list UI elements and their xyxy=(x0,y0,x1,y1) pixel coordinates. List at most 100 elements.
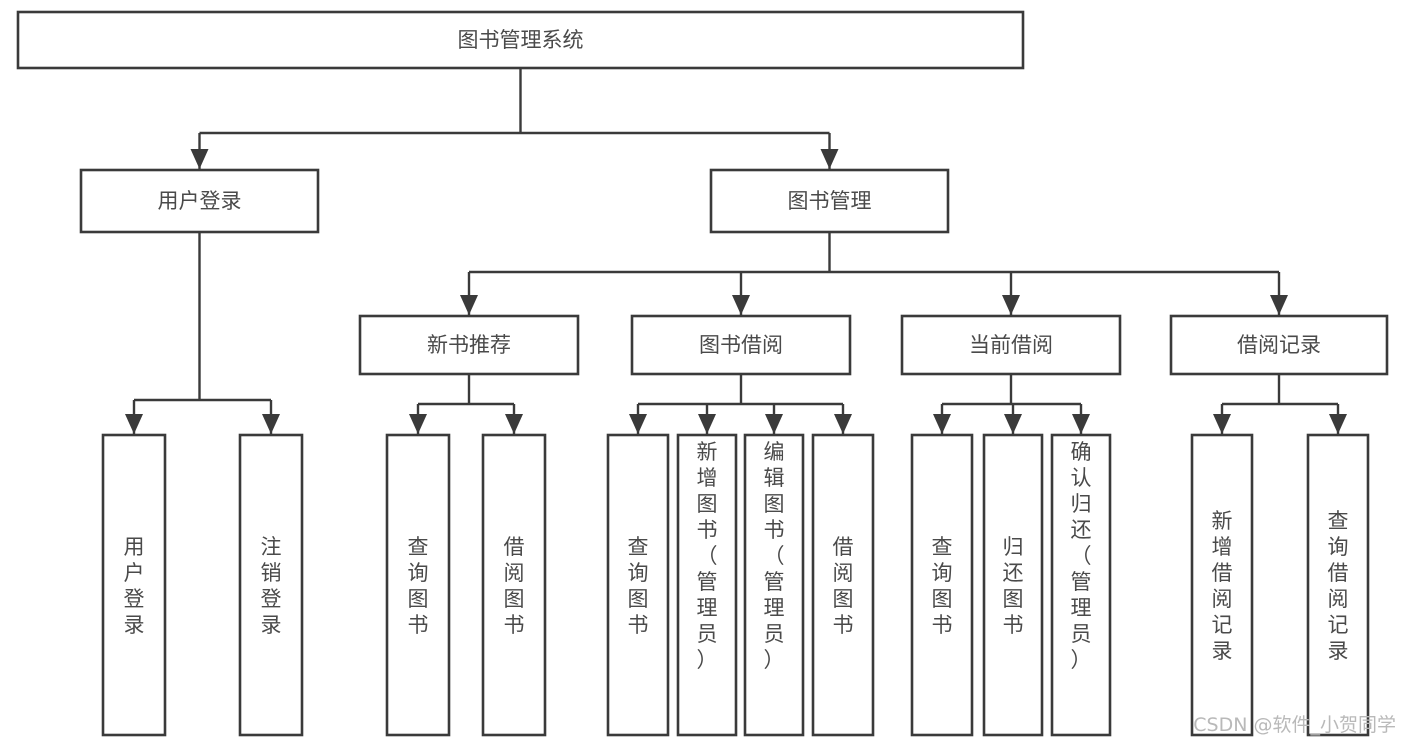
node-box-outline xyxy=(16,10,1025,70)
node-label-char: 归 xyxy=(1003,535,1024,559)
arrow-head-icon xyxy=(1072,414,1090,434)
node-label-char: 辑 xyxy=(764,466,785,490)
node-label-char: ） xyxy=(764,648,785,672)
node-box-outline xyxy=(900,314,1122,376)
node-label-char: 还 xyxy=(1071,518,1092,542)
node-label-char: 书 xyxy=(504,613,525,637)
node-label-char: 图 xyxy=(697,492,718,516)
node-label-char: 阅 xyxy=(1328,587,1349,611)
node-label-char: 管 xyxy=(697,570,718,594)
node-label-char: 图 xyxy=(504,587,525,611)
node-label-char: 图 xyxy=(1003,587,1024,611)
arrow-head-icon xyxy=(505,414,523,434)
node-box-outline xyxy=(481,433,547,737)
level2-node-2[interactable]: 图书管理 xyxy=(709,168,950,234)
node-label-char: 员 xyxy=(764,622,785,646)
node-label: 借阅记录 xyxy=(1237,333,1321,357)
node-label-char: 理 xyxy=(764,596,785,620)
node-label-char: 注 xyxy=(261,535,282,559)
node-label-char: 确 xyxy=(1071,440,1092,464)
level3-node-4[interactable]: 借阅记录 xyxy=(1169,314,1389,376)
node-label-char: 查 xyxy=(1328,509,1349,533)
node-label-char: 查 xyxy=(628,535,649,559)
node-label-char: 阅 xyxy=(504,561,525,585)
node-box-outline xyxy=(676,433,738,737)
node-box-outline xyxy=(982,433,1044,737)
node-label-char: 阅 xyxy=(1212,587,1233,611)
node-label-char: 阅 xyxy=(833,561,854,585)
node-layer: 图书管理系统用户登录图书管理新书推荐图书借阅当前借阅借阅记录用户登录注销登录查询… xyxy=(16,10,1389,737)
node-label-char: 户 xyxy=(124,561,145,585)
root-node-book-management-system[interactable]: 图书管理系统 xyxy=(16,10,1025,70)
node-label-char: 记 xyxy=(1328,613,1349,637)
node-box-outline xyxy=(910,433,974,737)
node-label: 用户登录 xyxy=(158,189,242,213)
node-label-char: 销 xyxy=(261,561,282,585)
arrow-head-icon xyxy=(732,295,750,315)
node-box-outline xyxy=(385,433,451,737)
leaf-node-1[interactable]: 用户登录 xyxy=(101,433,167,737)
arrow-head-icon xyxy=(1004,414,1022,434)
level3-node-1[interactable]: 新书推荐 xyxy=(358,314,580,376)
level3-node-3[interactable]: 当前借阅 xyxy=(900,314,1122,376)
level2-node-1[interactable]: 用户登录 xyxy=(79,168,320,234)
node-label-char: 书 xyxy=(1003,613,1024,637)
node-label-char: 还 xyxy=(1003,561,1024,585)
arrow-head-icon xyxy=(698,414,716,434)
node-label: 新书推荐 xyxy=(427,333,511,357)
node-label-char: 登 xyxy=(261,587,282,611)
node-label-char: 借 xyxy=(1328,561,1349,585)
node-label-char: 图 xyxy=(833,587,854,611)
node-box-outline xyxy=(79,168,320,234)
node-box-outline xyxy=(1190,433,1254,737)
node-box-outline xyxy=(811,433,875,737)
node-box-outline xyxy=(630,314,852,376)
node-box-outline xyxy=(1169,314,1389,376)
arrow-head-icon xyxy=(1213,414,1231,434)
arrow-head-icon xyxy=(409,414,427,434)
node-label-char: 书 xyxy=(932,613,953,637)
node-label-char: 录 xyxy=(1212,639,1233,663)
arrow-head-icon xyxy=(933,414,951,434)
node-label-char: 询 xyxy=(408,561,429,585)
node-label-char: 用 xyxy=(124,535,145,559)
node-box-outline xyxy=(606,433,670,737)
arrow-head-icon xyxy=(190,149,209,169)
node-label-char: （ xyxy=(697,544,718,568)
node-label-char: 增 xyxy=(1212,535,1233,559)
node-label-char: 借 xyxy=(504,535,525,559)
connector-layer xyxy=(125,68,1347,434)
node-label-char: 认 xyxy=(1071,466,1092,490)
arrow-head-icon xyxy=(1002,295,1020,315)
node-label: 图书管理系统 xyxy=(458,28,584,52)
node-box-outline xyxy=(358,314,580,376)
node-label-char: （ xyxy=(1071,544,1092,568)
node-label-char: 理 xyxy=(697,596,718,620)
node-label: 图书管理 xyxy=(788,189,872,213)
node-label-char: 查 xyxy=(408,535,429,559)
node-label-char: 询 xyxy=(932,561,953,585)
node-label-char: 录 xyxy=(1328,639,1349,663)
arrow-head-icon xyxy=(1270,295,1288,315)
node-label-char: 图 xyxy=(932,587,953,611)
node-label-char: 理 xyxy=(1071,596,1092,620)
node-label: 当前借阅 xyxy=(969,333,1053,357)
arrow-head-icon xyxy=(125,414,143,434)
level3-node-2[interactable]: 图书借阅 xyxy=(630,314,852,376)
node-box-outline xyxy=(101,433,167,737)
node-label-char: ） xyxy=(1071,648,1092,672)
node-label-char: 查 xyxy=(932,535,953,559)
